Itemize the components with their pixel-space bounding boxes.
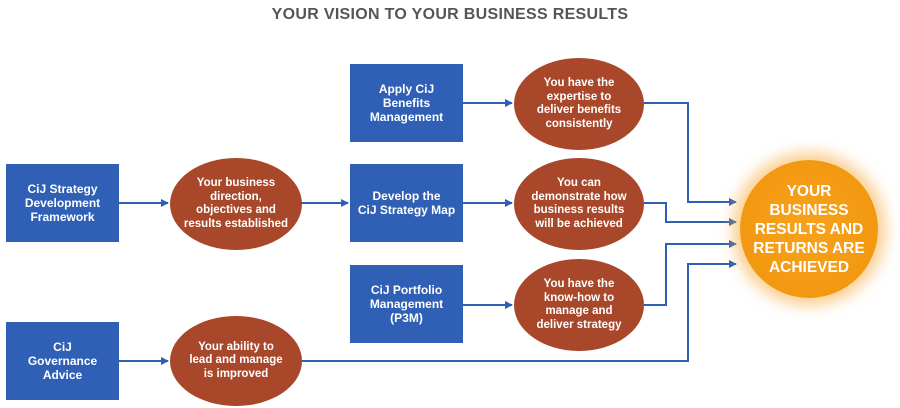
arrow-lead-to-results <box>302 260 737 362</box>
arrow-know-how-to-results <box>644 240 737 306</box>
strategy-framework-box: CiJ Strategy Development Framework <box>6 164 119 242</box>
strategy-map-box: Develop the CiJ Strategy Map <box>350 164 463 242</box>
know-how-oval: You have the know-how to manage and deli… <box>514 259 644 351</box>
arrow-demonstrate-to-results <box>644 202 737 226</box>
lead-manage-oval: Your ability to lead and manage is impro… <box>170 316 302 406</box>
demonstrate-results-oval: You can demonstrate how business results… <box>514 158 644 250</box>
benefits-management-box: Apply CiJ Benefits Management <box>350 64 463 142</box>
expertise-benefits-oval: You have the expertise to deliver benefi… <box>514 58 644 150</box>
governance-advice-box: CiJ Governance Advice <box>6 322 119 400</box>
direction-established-oval: Your business direction, objectives and … <box>170 158 302 250</box>
diagram-title: YOUR VISION TO YOUR BUSINESS RESULTS <box>271 6 629 23</box>
results-achieved-circle: YOUR BUSINESS RESULTS AND RETURNS ARE AC… <box>740 160 878 298</box>
arrow-expertise-to-results <box>644 102 737 206</box>
portfolio-management-box: CiJ Portfolio Management (P3M) <box>350 265 463 343</box>
